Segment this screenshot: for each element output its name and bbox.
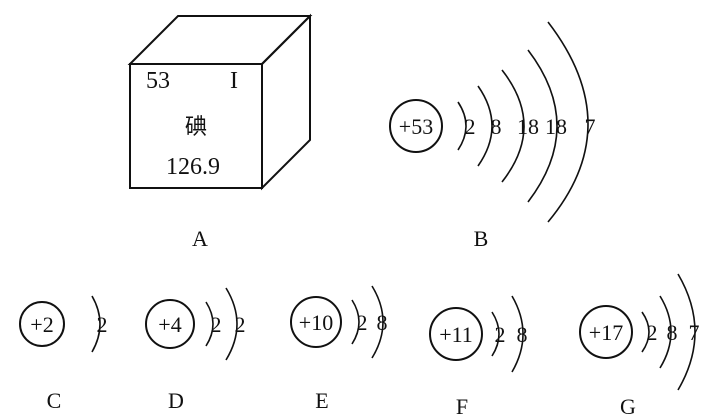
shell-electrons: 8 xyxy=(667,320,678,345)
label-a: A xyxy=(192,226,208,251)
nucleus-charge: +17 xyxy=(589,320,623,345)
element-symbol: I xyxy=(230,68,238,94)
nucleus-circle xyxy=(389,99,443,153)
cube-side-face xyxy=(261,13,311,191)
label-b: B xyxy=(474,226,489,251)
shell-electrons: 2 xyxy=(495,322,506,347)
atom-e: +10 2 8 xyxy=(290,285,388,359)
shell-arc xyxy=(477,85,493,167)
nucleus-circle xyxy=(290,296,342,348)
iodine-structure: +53 2 8 18 18 7 xyxy=(389,21,596,223)
label-e: E xyxy=(315,388,328,413)
element-name: 碘 xyxy=(185,114,207,139)
atom-d: +4 2 2 xyxy=(145,287,246,361)
nucleus-circle xyxy=(429,307,483,361)
shell-electrons: 2 xyxy=(647,320,658,345)
atomic-number: 53 xyxy=(146,68,170,94)
nucleus-circle xyxy=(579,305,633,359)
shell-electrons: 2 xyxy=(357,310,368,335)
shell-electrons: 7 xyxy=(585,114,596,139)
shell-arc xyxy=(547,21,589,223)
nucleus-charge: +53 xyxy=(399,114,433,139)
shell-arc xyxy=(371,285,384,359)
shell-electrons: 18 xyxy=(545,114,567,139)
shell-arc xyxy=(641,311,650,353)
shell-arc xyxy=(225,287,238,361)
atom-g: +17 2 8 7 xyxy=(579,273,700,391)
label-d: D xyxy=(168,388,184,413)
cube-top-face xyxy=(127,15,313,65)
shell-arc xyxy=(491,311,500,357)
label-g: G xyxy=(620,394,636,417)
label-c: C xyxy=(47,388,62,413)
shell-electrons: 2 xyxy=(465,114,476,139)
atom-f: +11 2 8 xyxy=(429,295,528,373)
shell-arc xyxy=(527,49,558,203)
shell-arc xyxy=(457,101,467,151)
nucleus-circle xyxy=(145,299,195,349)
shell-arc xyxy=(677,273,696,391)
shell-electrons: 18 xyxy=(517,114,539,139)
label-f: F xyxy=(456,394,468,417)
shell-arc xyxy=(351,299,360,345)
shell-arc xyxy=(91,295,101,353)
element-card: 53 I 碘 126.9 xyxy=(127,13,313,191)
shell-electrons: 2 xyxy=(97,312,108,337)
shell-electrons: 8 xyxy=(377,310,388,335)
shell-electrons: 2 xyxy=(235,312,246,337)
shell-arc xyxy=(501,69,525,183)
nucleus-charge: +4 xyxy=(158,312,181,337)
cube-front-face xyxy=(129,63,263,189)
atom-c: +2 2 xyxy=(19,295,108,353)
shell-electrons: 8 xyxy=(491,114,502,139)
nucleus-charge: +10 xyxy=(299,310,333,335)
shell-arc xyxy=(659,295,672,369)
nucleus-charge: +2 xyxy=(30,312,53,337)
atomic-mass: 126.9 xyxy=(166,154,220,180)
shell-arc xyxy=(205,301,214,347)
shell-electrons: 7 xyxy=(689,320,700,345)
shell-electrons: 8 xyxy=(517,322,528,347)
shell-electrons: 2 xyxy=(211,312,222,337)
shell-arc xyxy=(511,295,524,373)
nucleus-circle xyxy=(19,301,65,347)
nucleus-charge: +11 xyxy=(439,322,473,347)
